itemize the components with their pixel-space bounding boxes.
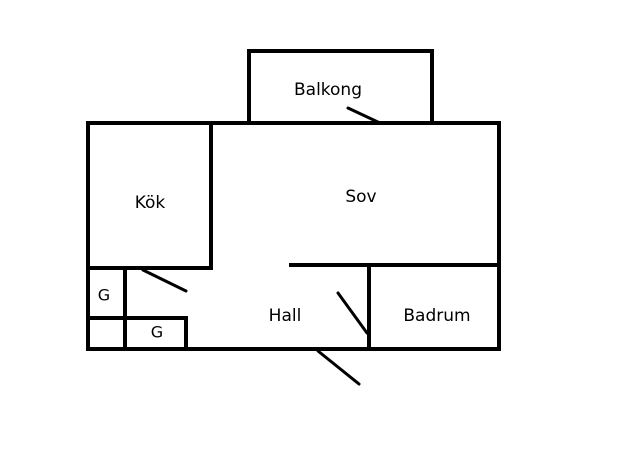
room-label-badrum: Badrum	[403, 306, 470, 326]
doors	[141, 106, 382, 386]
room-label-garderob-1: G	[98, 286, 110, 305]
room-label-balkong: Balkong	[294, 80, 362, 100]
room-label-garderob-2: G	[151, 323, 163, 342]
kitchen-wall	[86, 121, 213, 270]
kitchen-door	[141, 268, 188, 293]
room-label-kok: Kök	[135, 193, 166, 213]
room-label-hall: Hall	[269, 306, 302, 326]
room-labels: Balkong Sov Kök Hall Badrum G G	[98, 80, 471, 342]
balcony-door	[346, 106, 382, 125]
walls	[86, 49, 501, 351]
bathroom-door	[336, 291, 369, 335]
entrance-door	[316, 349, 361, 386]
room-label-sov: Sov	[345, 187, 376, 207]
apartment-outline	[86, 121, 501, 351]
closet-small-wall	[123, 316, 188, 351]
